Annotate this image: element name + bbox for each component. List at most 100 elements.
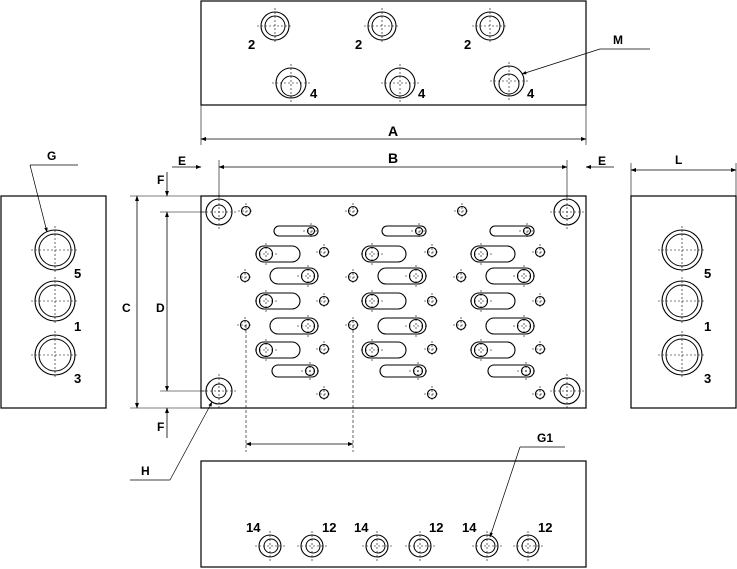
front-view-body [200, 195, 587, 409]
dimension-label-a: A [388, 123, 398, 139]
callout-label-h: H [141, 464, 150, 478]
slot-end-hole-r5-c0 [255, 339, 277, 361]
small-hole-5 [532, 244, 548, 260]
small-hole-19 [424, 386, 440, 402]
top-port-label-4-b: 4 [418, 86, 426, 101]
small-hole-6 [237, 269, 253, 285]
slot-r2-c0 [269, 267, 319, 285]
mounting-hole-3 [550, 374, 584, 408]
slot-end-hole-r2-c2-outer [516, 268, 532, 284]
bottom-view-body [200, 460, 587, 568]
bottom-port-label-14-b: 14 [354, 520, 369, 535]
slot-end-hole-r4-c0 [297, 315, 319, 337]
slot-end-hole-r0-c0 [303, 223, 319, 239]
slot-r1-c1 [361, 245, 407, 263]
slot-end-hole-r5-c1-outer [364, 342, 380, 358]
top-port-label-4-c: 4 [527, 86, 535, 101]
left-port-label-3: 3 [74, 371, 81, 386]
slot-end-hole-r0-c2 [519, 223, 535, 239]
slot-r0-c0 [273, 225, 319, 237]
bottom-port-label-12-a: 12 [322, 520, 336, 535]
mounting-hole-1 [550, 195, 584, 229]
slot-r6-c2 [487, 364, 535, 378]
slot-end-hole-r3-c0 [255, 290, 277, 312]
dimension-label-d: D [156, 301, 165, 315]
bottom-port-0 [255, 531, 285, 561]
slot-r1-c0 [255, 245, 301, 263]
slot-end-hole-r1-c2-outer [473, 246, 489, 262]
small-hole-8 [453, 269, 469, 285]
slot-end-hole-r5-c2-outer [473, 342, 489, 358]
slot-r2-c1 [377, 267, 427, 285]
slot-end-hole-r4-c1-outer [408, 318, 424, 334]
slot-r4-c1 [377, 317, 427, 335]
top-port-2-1 [364, 8, 400, 44]
slot-end-hole-r5-c2 [470, 339, 492, 361]
slot-end-hole-r2-c1 [405, 265, 427, 287]
right-side-port-2 [658, 331, 706, 379]
top-port-2-2 [472, 8, 508, 44]
bottom-port-3 [405, 531, 435, 561]
leader-g [29, 164, 48, 233]
mounting-hole-0 [202, 195, 236, 229]
dimension-label-b: B [388, 150, 398, 166]
small-hole-0 [238, 203, 254, 219]
slot-r4-c0 [269, 317, 319, 335]
top-port-4-1 [381, 64, 419, 102]
slot-r5-c0 [255, 341, 301, 359]
slot-r5-c1 [361, 341, 407, 359]
small-hole-12 [237, 317, 253, 333]
small-hole-16 [424, 341, 440, 357]
top-view-body [200, 0, 587, 106]
bottom-port-5 [513, 531, 543, 561]
small-hole-7 [345, 269, 361, 285]
dimension-label-e-right: E [598, 154, 606, 168]
slot-end-hole-r5-c1 [361, 339, 383, 361]
slot-end-hole-r3-c2-outer [473, 293, 489, 309]
left-side-view-body [0, 195, 107, 409]
leader-m [521, 48, 601, 75]
leader-h [169, 401, 213, 481]
slot-end-hole-r6-c2 [517, 362, 535, 380]
dimension-label-c: C [122, 301, 131, 315]
mounting-hole-2 [202, 374, 236, 408]
callout-label-g1: G1 [537, 431, 553, 445]
slot-end-hole-r3-c0-outer [258, 293, 274, 309]
right-port-label-5: 5 [704, 266, 711, 281]
bottom-port-label-12-b: 12 [429, 520, 443, 535]
callout-label-g: G [47, 149, 56, 163]
slot-end-hole-r1-c1-outer [364, 246, 380, 262]
slot-r2-c2 [485, 267, 535, 285]
slot-end-hole-r0-c1 [411, 223, 427, 239]
dimension-label-f-bottom: F [157, 420, 164, 434]
slot-r6-c1 [379, 364, 427, 378]
top-port-label-2-a: 2 [248, 37, 255, 52]
right-side-view-body [630, 195, 737, 409]
small-hole-11 [532, 293, 548, 309]
leader-g1 [489, 446, 521, 538]
dimension-label-e-left: E [178, 154, 186, 168]
slot-end-hole-r4-c2-outer [516, 318, 532, 334]
bottom-port-label-14-a: 14 [246, 520, 261, 535]
top-port-4-0 [272, 64, 310, 102]
slot-end-hole-r3-c2 [470, 290, 492, 312]
port-holes-layer [31, 8, 706, 561]
dimension-label-l: L [675, 153, 682, 167]
small-hole-14 [453, 317, 469, 333]
small-hole-9 [316, 293, 332, 309]
slot-end-hole-r1-c0 [255, 243, 277, 265]
slot-end-hole-r3-c1-outer [364, 293, 380, 309]
slot-r3-c2 [470, 292, 516, 310]
small-hole-2 [454, 203, 470, 219]
right-port-label-1: 1 [704, 319, 711, 334]
slot-r0-c2 [489, 225, 535, 237]
left-port-label-1: 1 [74, 319, 81, 334]
dimension-label-f-top: F [157, 173, 164, 187]
slot-end-hole-r4-c2 [513, 315, 535, 337]
bottom-port-1 [297, 531, 327, 561]
small-hole-20 [532, 386, 548, 402]
slot-end-hole-r3-c1 [361, 290, 383, 312]
left-side-port-2 [31, 331, 79, 379]
left-port-label-5: 5 [74, 266, 81, 281]
